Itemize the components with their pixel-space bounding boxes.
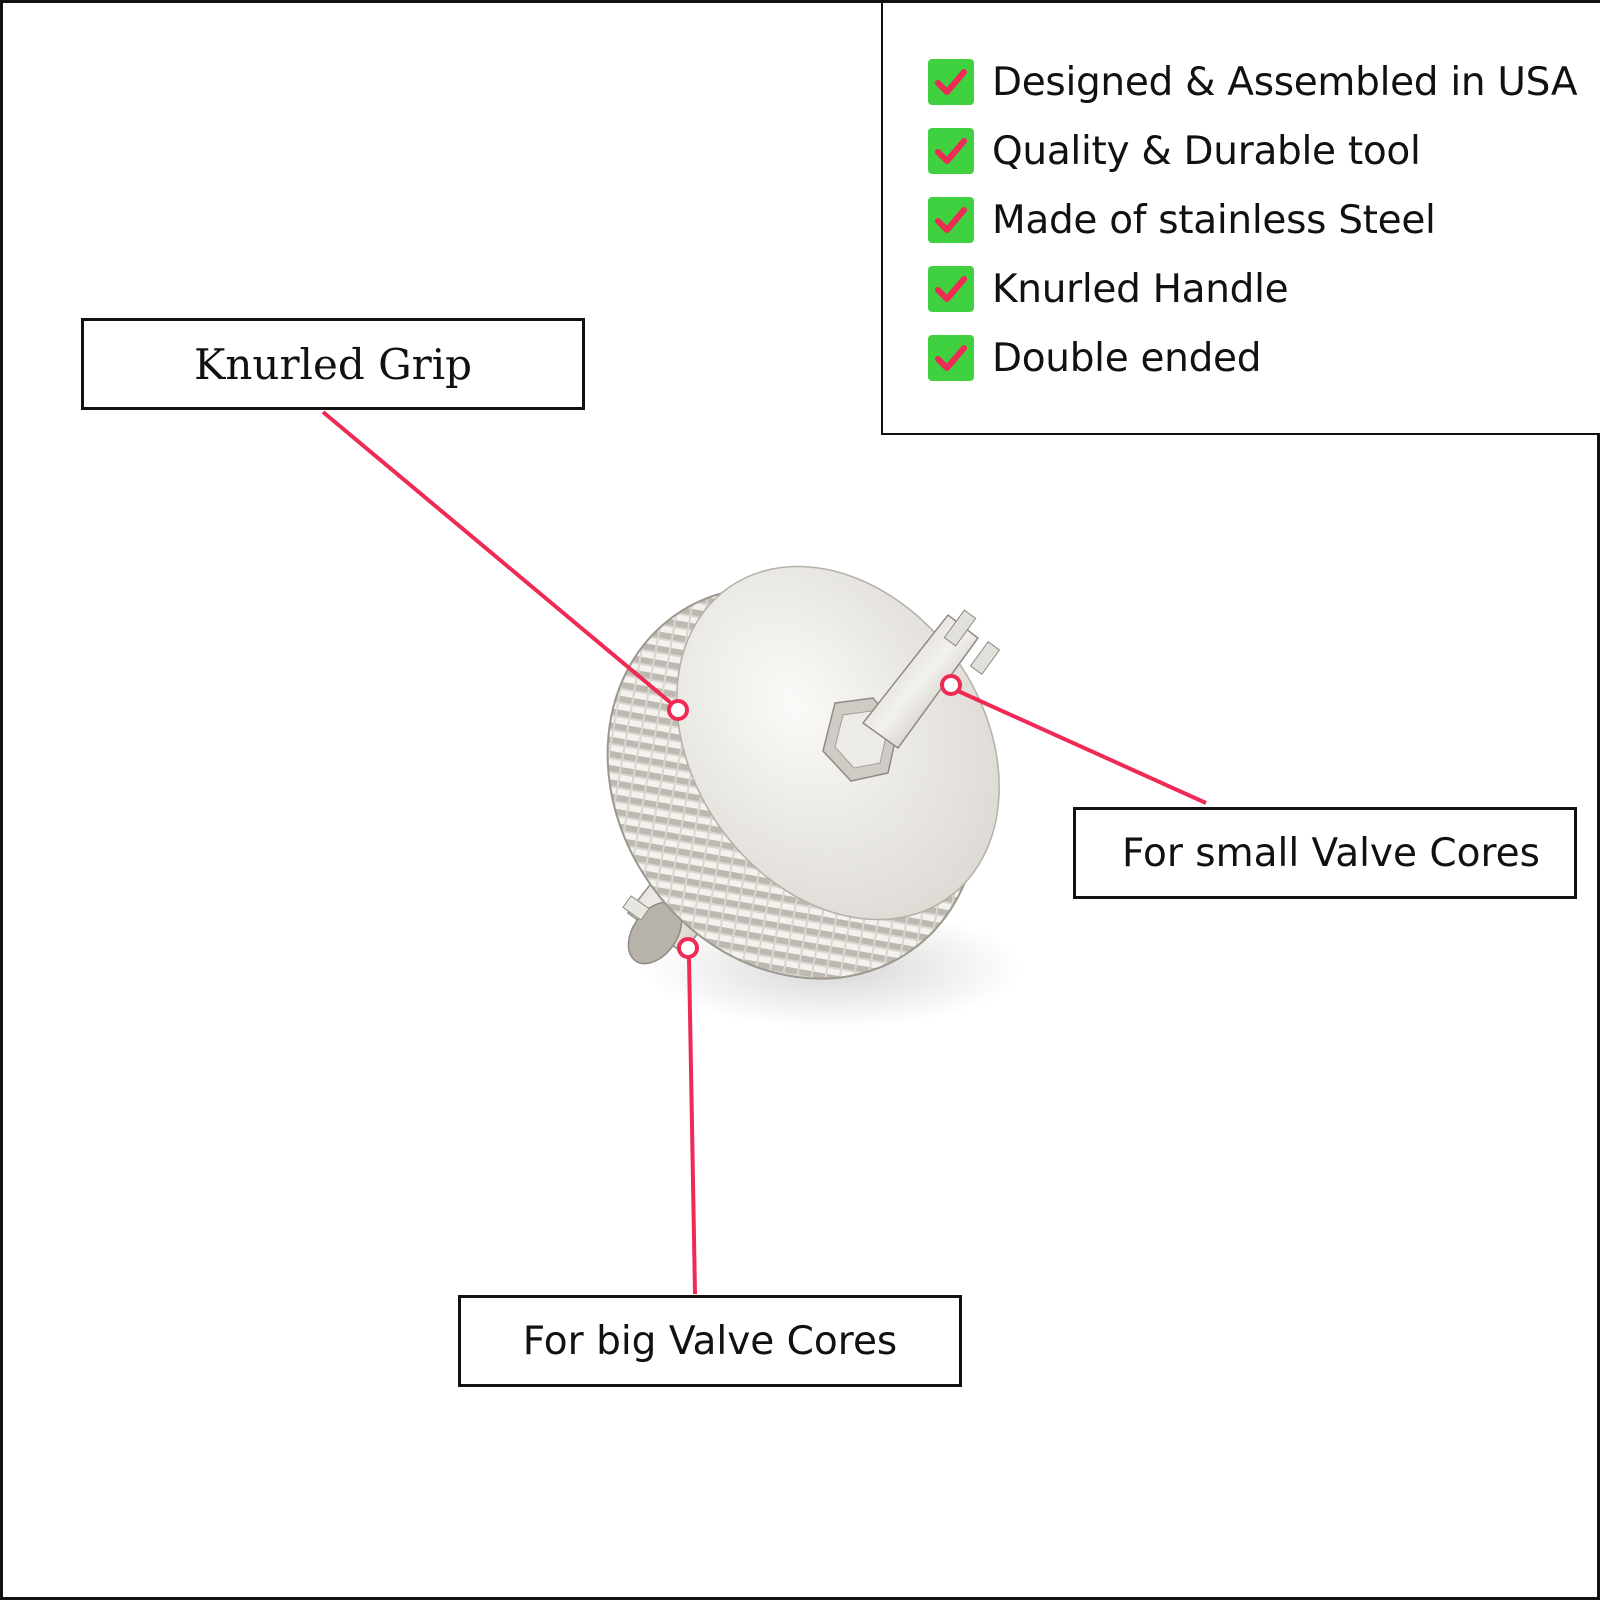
- checkmark-icon: [928, 59, 974, 105]
- checkmark-icon: [928, 128, 974, 174]
- feature-text: Double ended: [992, 335, 1262, 381]
- leader-line-grip: [321, 410, 673, 705]
- checkmark-icon: [928, 266, 974, 312]
- feature-item: Knurled Handle: [928, 265, 1600, 313]
- feature-item: Quality & Durable tool: [928, 127, 1600, 175]
- checkmark-icon: [928, 335, 974, 381]
- feature-item: Designed & Assembled in USA: [928, 58, 1600, 106]
- small-core-end: [861, 609, 1001, 750]
- leader-line-small: [957, 689, 1207, 805]
- callout-small-valve-cores: For small Valve Cores: [1073, 807, 1577, 899]
- feature-text: Quality & Durable tool: [992, 128, 1421, 174]
- product-illustration: [321, 410, 1207, 1295]
- leader-dot-small: [940, 674, 962, 696]
- callout-big-valve-cores: For big Valve Cores: [458, 1295, 962, 1387]
- feature-item: Made of stainless Steel: [928, 196, 1600, 244]
- feature-item: Double ended: [928, 334, 1600, 382]
- feature-text: Knurled Handle: [992, 266, 1289, 312]
- features-box: Designed & Assembled in USA Quality & Du…: [881, 3, 1600, 435]
- leader-dot-grip: [667, 699, 689, 721]
- leader-lines: [321, 410, 1207, 1295]
- leader-dot-big: [677, 937, 699, 959]
- feature-text: Made of stainless Steel: [992, 197, 1436, 243]
- checkmark-icon: [928, 197, 974, 243]
- leader-line-big: [687, 956, 697, 1295]
- callout-knurled-grip: Knurled Grip: [81, 318, 585, 410]
- feature-text: Designed & Assembled in USA: [992, 59, 1578, 105]
